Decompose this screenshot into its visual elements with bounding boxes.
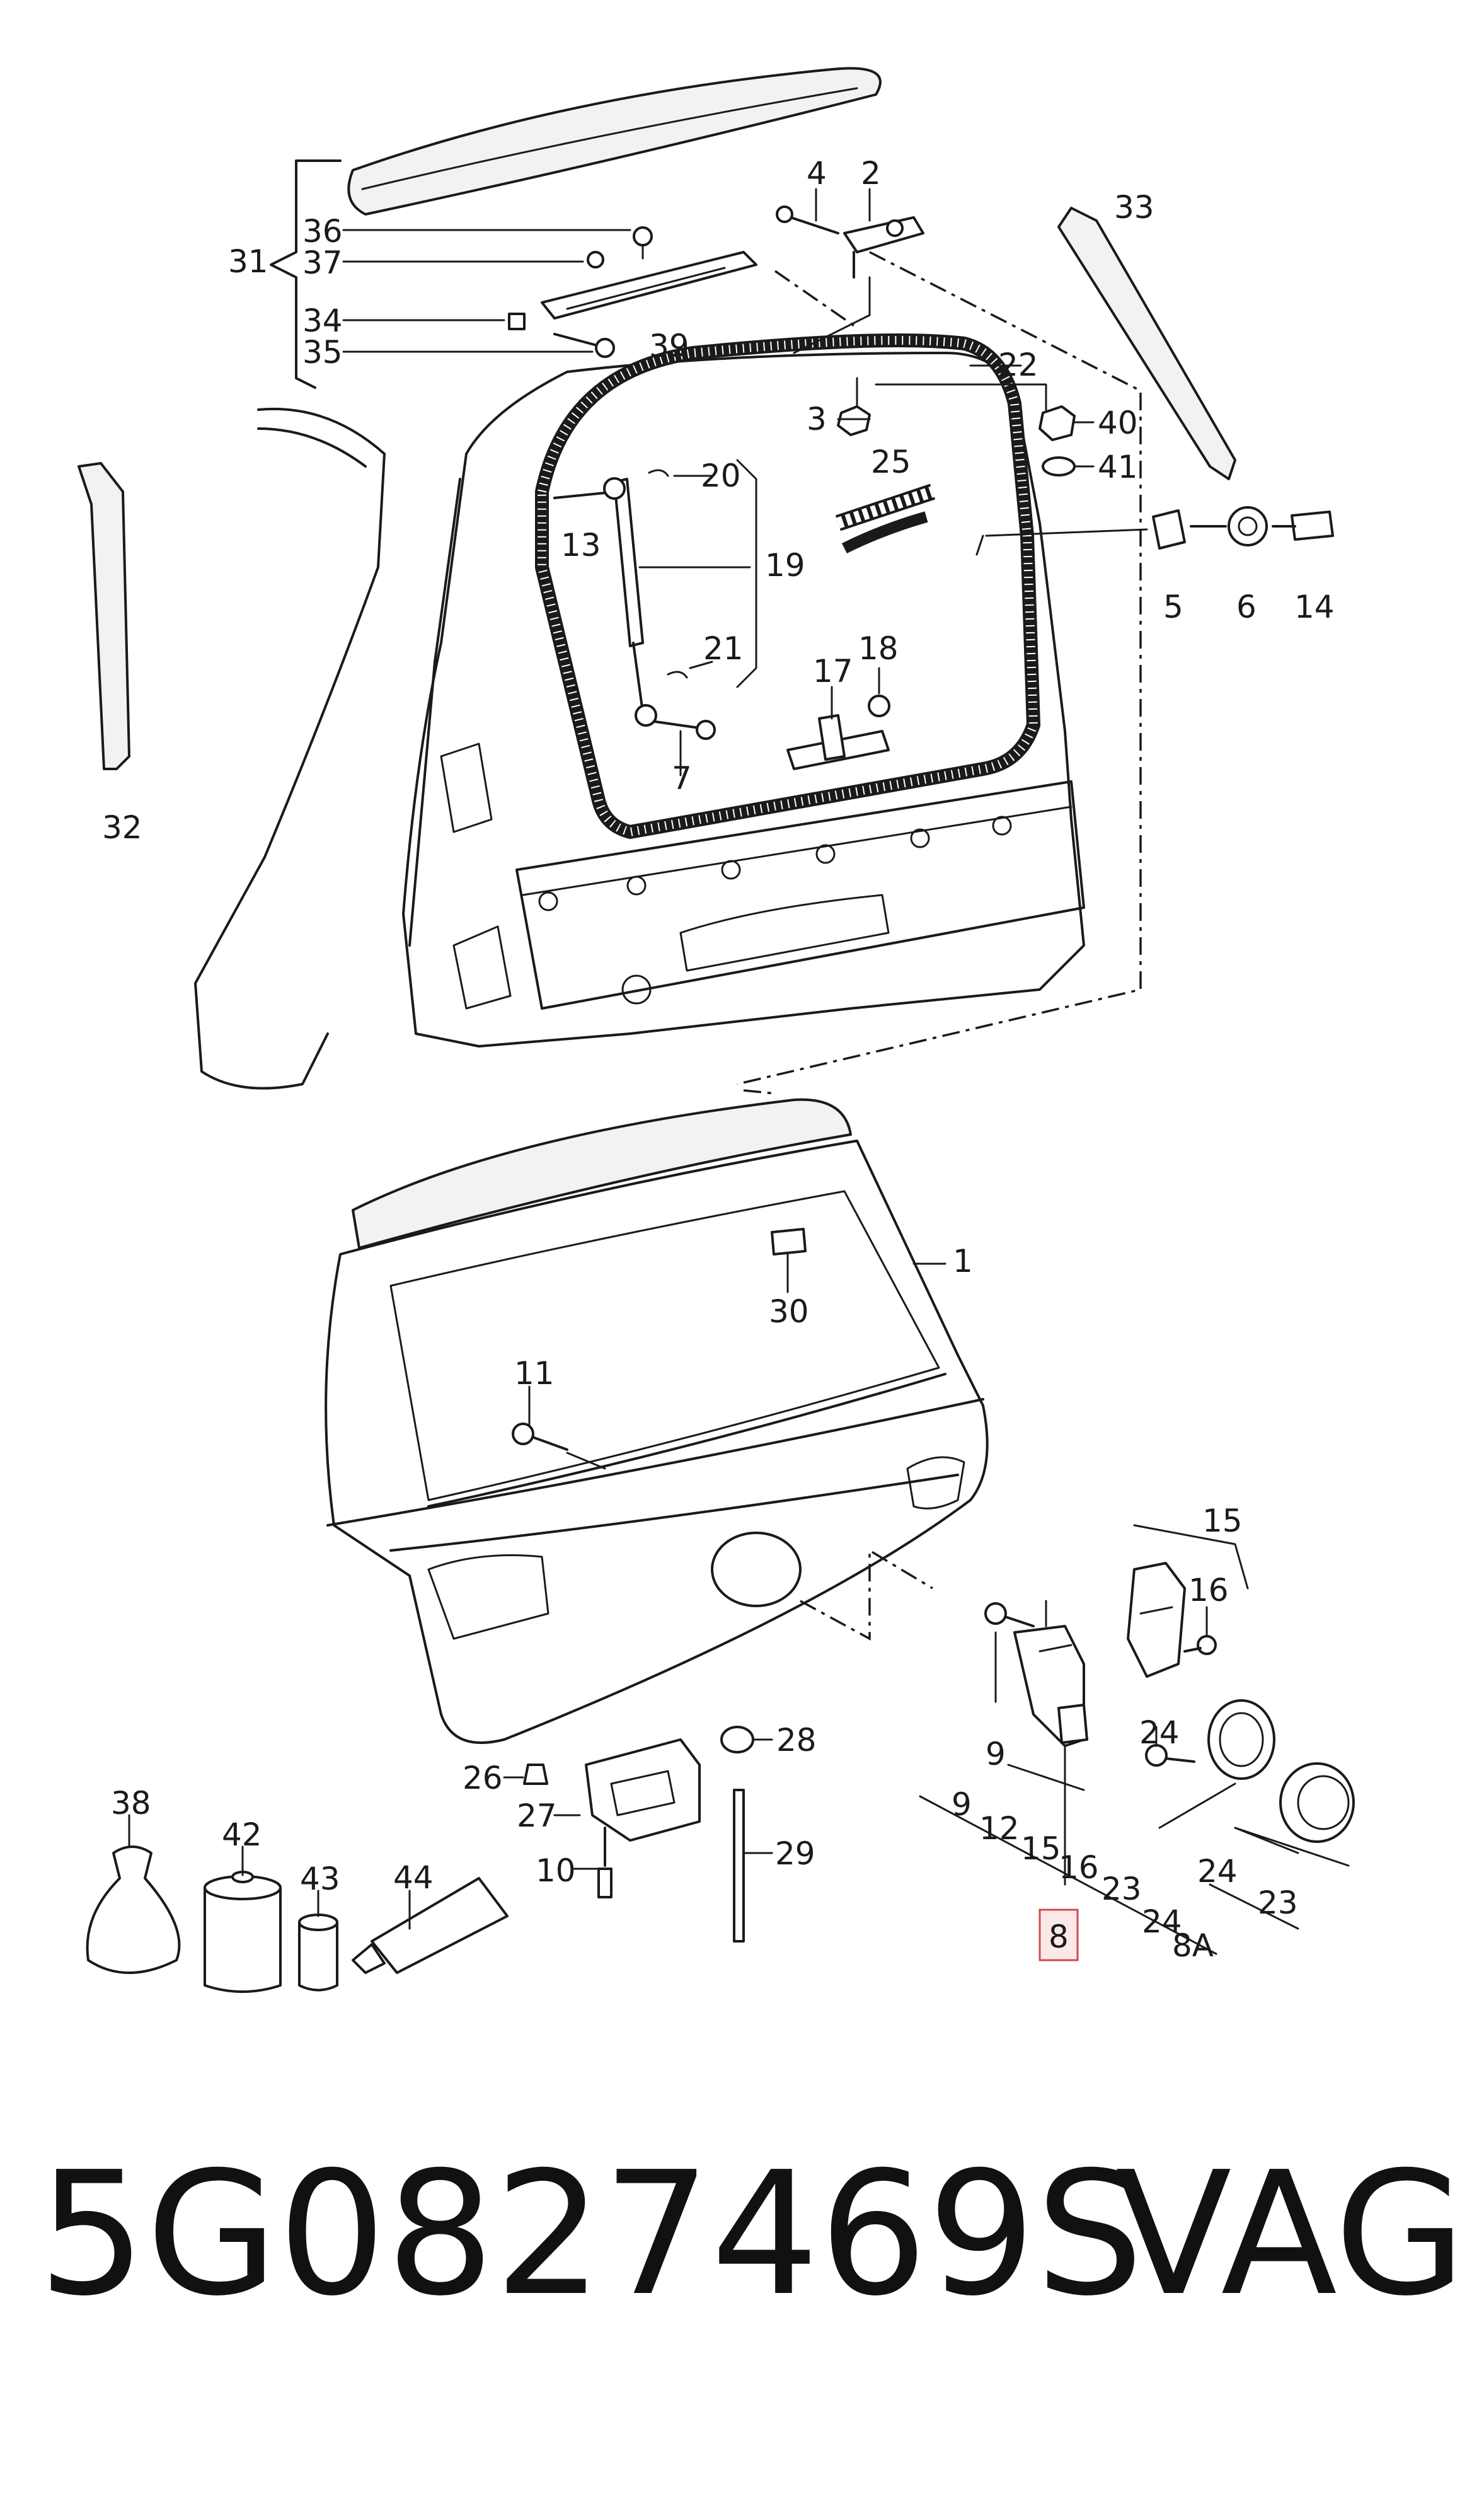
plug-26 <box>523 1764 548 1785</box>
callout-6: 6 <box>1236 589 1257 625</box>
rod-29 <box>733 1789 745 1943</box>
roof-spoiler <box>347 67 882 216</box>
callout-30: 30 <box>769 1293 809 1330</box>
callout-36: 36 <box>302 213 343 250</box>
callout-35: 35 <box>302 334 343 371</box>
buffer-stop <box>1152 506 1334 550</box>
callout-28: 28 <box>776 1722 817 1758</box>
brake-light-bar <box>541 251 757 320</box>
callout-20: 20 <box>701 458 741 494</box>
callout-33: 33 <box>1114 189 1154 226</box>
bracket-31 <box>270 159 342 389</box>
callout-44: 44 <box>393 1859 434 1896</box>
tailgate-hinge <box>776 205 924 279</box>
consumable-jar-43 <box>298 1914 338 1992</box>
callout-23: 23 <box>1101 1871 1142 1907</box>
callout-9: 9 <box>986 1736 1006 1772</box>
gas-strut <box>553 469 716 740</box>
right-trim-strip <box>1057 207 1236 480</box>
callout-24: 24 <box>1197 1853 1238 1890</box>
callout-23: 23 <box>1258 1885 1298 1921</box>
callout-25: 25 <box>871 444 911 480</box>
callout-2: 2 <box>861 155 881 192</box>
callout-39: 39 <box>649 328 689 364</box>
callout-27: 27 <box>517 1798 557 1834</box>
brand-name: VAG <box>1115 2135 1466 2333</box>
callout-16: 16 <box>1059 1849 1099 1886</box>
callout-16: 16 <box>1188 1572 1229 1608</box>
cable-loom <box>835 483 936 554</box>
callout-24: 24 <box>1139 1714 1180 1751</box>
callout-11: 11 <box>514 1355 555 1392</box>
callout-38: 38 <box>111 1785 151 1822</box>
callout-42: 42 <box>222 1816 262 1853</box>
car-body <box>194 333 1085 1090</box>
lock-unit-15 <box>1127 1562 1217 1678</box>
lock-housing-27 <box>585 1738 701 1867</box>
callout-13: 13 <box>561 527 601 563</box>
bolt-10 <box>597 1868 613 1898</box>
callout-3: 3 <box>807 401 827 437</box>
callout-37: 37 <box>302 245 343 281</box>
callout-17: 17 <box>813 653 853 690</box>
consumable-can-42 <box>204 1871 282 1993</box>
callout-15: 15 <box>1202 1503 1243 1539</box>
callout-8a: 8A <box>1172 1927 1214 1964</box>
callout-9: 9 <box>952 1786 972 1823</box>
callout-4: 4 <box>807 155 827 192</box>
callout-32: 32 <box>102 809 142 846</box>
callout-29: 29 <box>775 1835 815 1872</box>
consumable-tube-44 <box>352 1877 509 1974</box>
lock-actuator-8 <box>984 1602 1088 1747</box>
callout-18: 18 <box>858 630 899 667</box>
nut-40 <box>1038 405 1076 441</box>
left-trim-strip <box>78 462 130 770</box>
bolt-11 <box>512 1423 568 1451</box>
callout-31: 31 <box>228 243 268 280</box>
callout-7: 7 <box>672 760 692 797</box>
callout-10: 10 <box>536 1852 576 1889</box>
emblem-23 <box>1279 1762 1355 1843</box>
callout-41: 41 <box>1098 449 1138 485</box>
callout-21: 21 <box>703 630 744 667</box>
small-fasteners-top <box>508 226 653 358</box>
striker-bracket <box>786 695 890 770</box>
callout-1: 1 <box>953 1243 973 1279</box>
callout-8-highlight <box>1038 1908 1079 1961</box>
callout-40: 40 <box>1098 405 1138 441</box>
nut-3 <box>837 405 871 436</box>
callout-24: 24 <box>1142 1903 1182 1940</box>
grommet-41 <box>1042 456 1076 476</box>
callout-26: 26 <box>463 1760 503 1796</box>
emblem-24 <box>1145 1699 1275 1780</box>
callout-15: 15 <box>1021 1830 1061 1867</box>
callout-19: 19 <box>765 547 805 584</box>
callout-34: 34 <box>302 303 343 339</box>
callout-8: 8 <box>1049 1919 1069 1955</box>
consumable-bag-38 <box>86 1845 181 1974</box>
callout-43: 43 <box>300 1861 340 1897</box>
callout-labels: 1 2 3 4 5 6 7 8 8A 9 9 10 11 12 13 14 15… <box>102 155 1335 1964</box>
callout-22: 22 <box>998 347 1038 383</box>
plug-28 <box>720 1726 754 1753</box>
callout-12: 12 <box>979 1810 1020 1847</box>
tailgate <box>325 1098 989 1744</box>
callout-5: 5 <box>1163 589 1183 625</box>
callout-14: 14 <box>1294 589 1335 625</box>
part-number: 5G0827469S <box>38 2135 1144 2333</box>
tailgate-seal <box>535 333 1041 840</box>
